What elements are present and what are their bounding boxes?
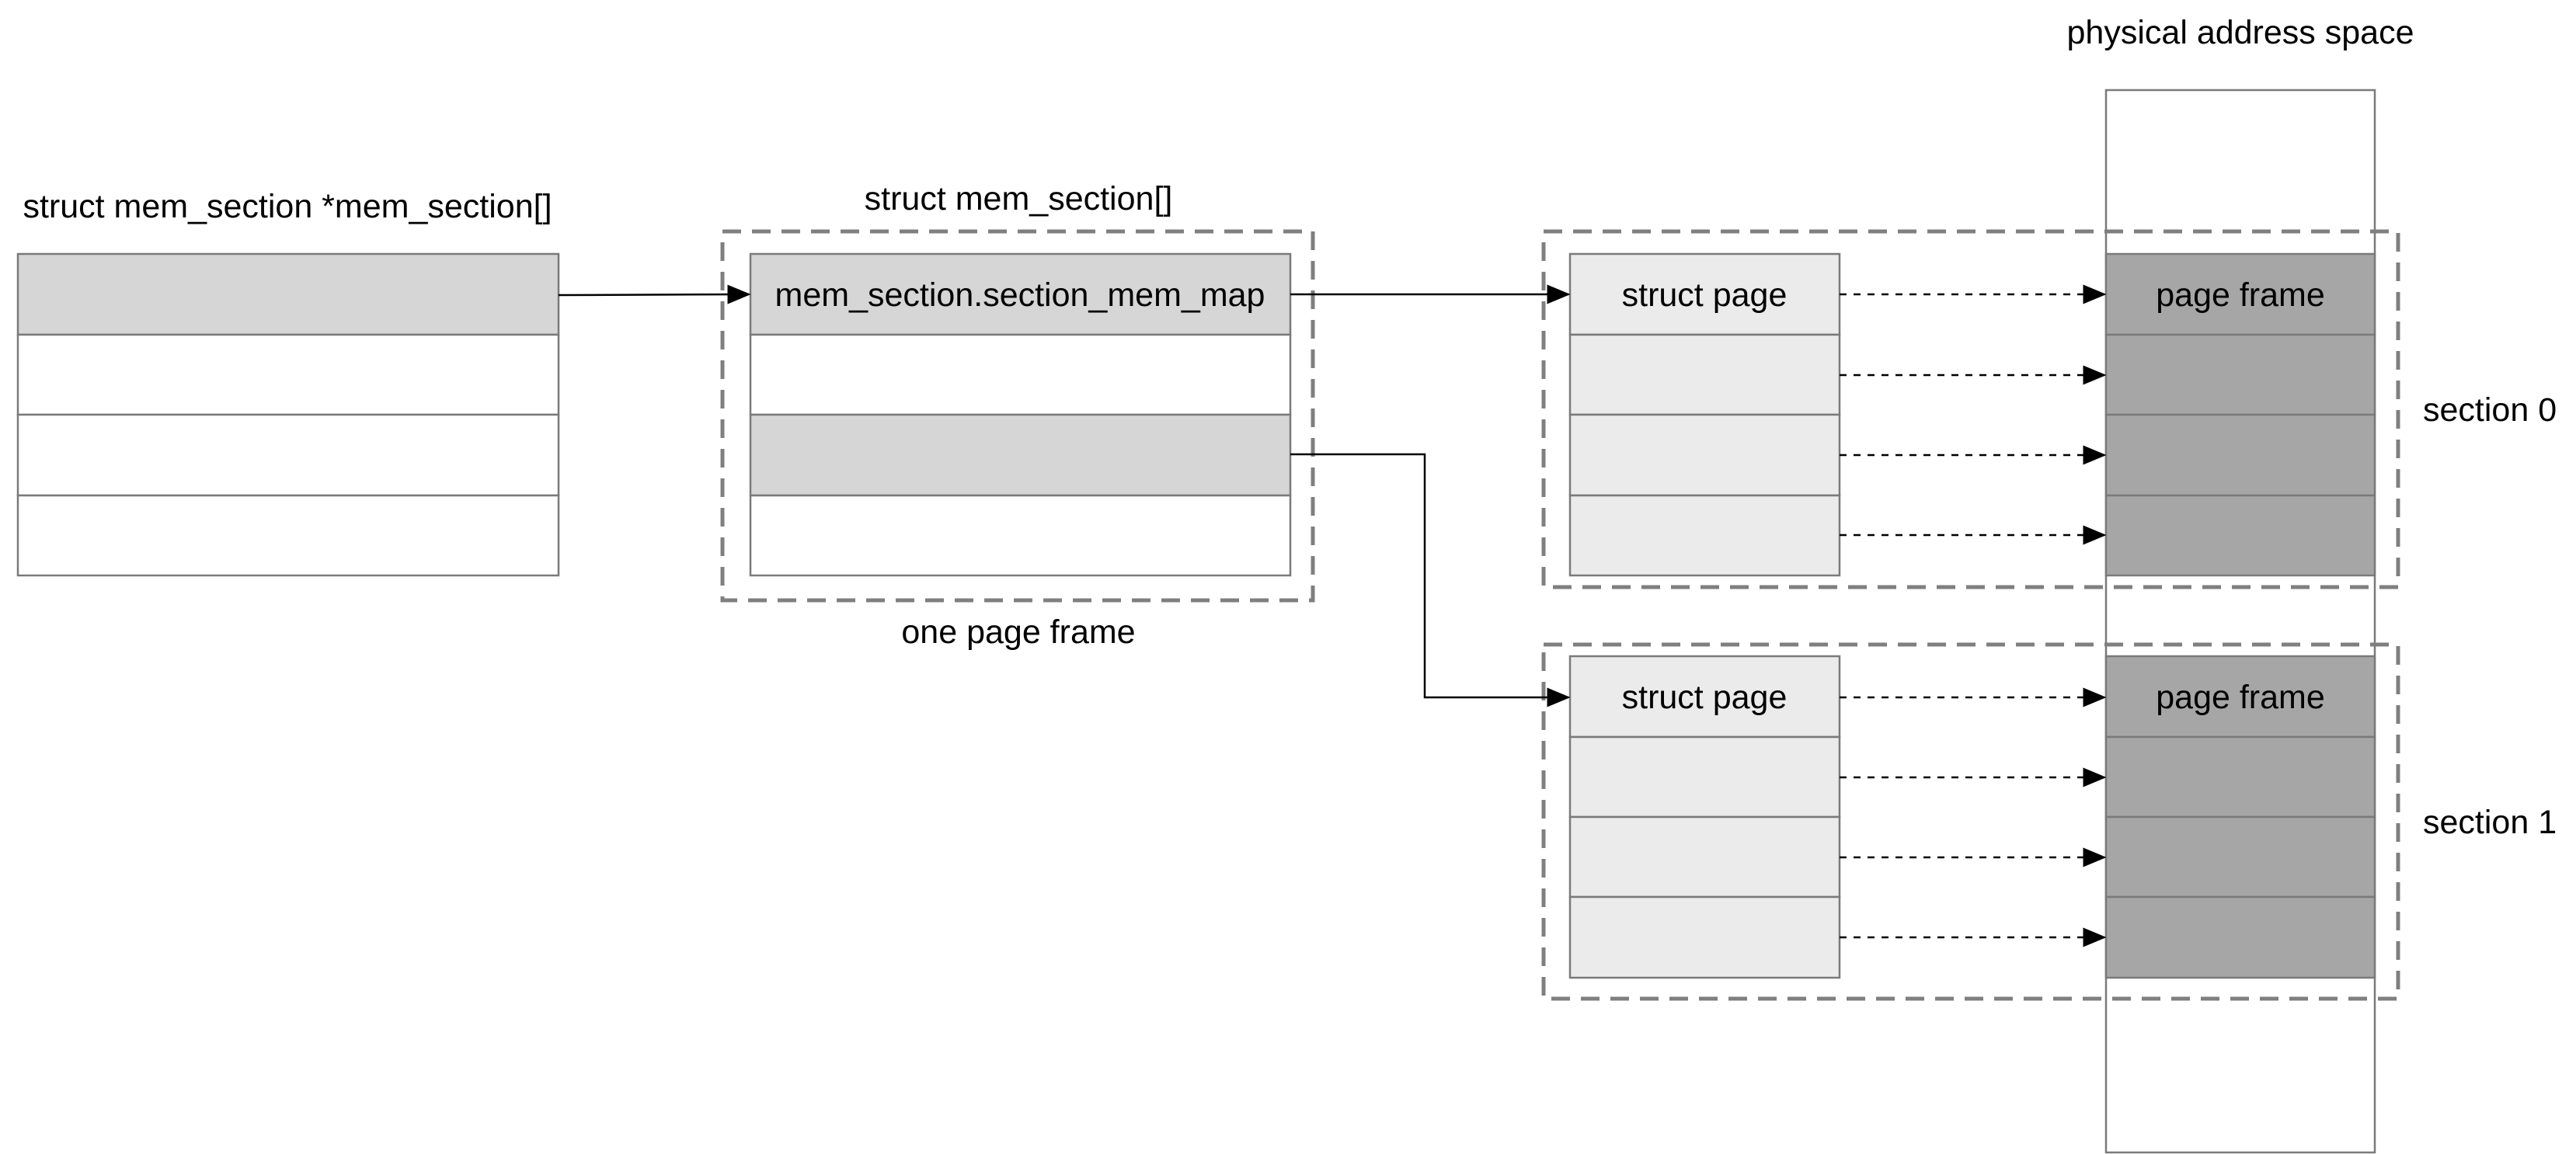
struct-page-label: struct page	[1622, 276, 1788, 314]
page-frame-cell	[2104, 815, 2376, 899]
section-array-cell	[749, 333, 1292, 416]
section-0-label: section 0	[2423, 391, 2557, 429]
physical-address-space-column	[2104, 89, 2376, 1154]
pointer-array	[16, 252, 560, 577]
section-array-label: struct mem_section[]	[865, 180, 1173, 217]
section-0-group	[1541, 229, 2400, 589]
struct-page-cell	[1568, 815, 1841, 899]
section-array: mem_section.section_mem_map	[749, 252, 1292, 577]
struct-page-cell	[1568, 494, 1841, 577]
one-page-frame-caption: one page frame	[901, 613, 1135, 651]
page-frame-label: page frame	[2156, 679, 2325, 716]
struct-page-cell	[1568, 333, 1841, 416]
section-1-struct-pages: struct page	[1568, 655, 1841, 979]
section-1-page-frames: page frame	[2104, 655, 2376, 979]
section-1-mapping-arrows	[1840, 687, 2107, 947]
section-mem-map-label: mem_section.section_mem_map	[775, 276, 1265, 314]
section-1-mem-map-arrow	[1290, 453, 1571, 707]
struct-page-cell	[1568, 735, 1841, 819]
struct-page-cell	[1568, 895, 1841, 979]
pointer-to-section-arrow	[558, 284, 751, 304]
pointer-array-cell	[16, 413, 560, 497]
section-array-cell	[749, 494, 1292, 577]
section-1-label: section 1	[2423, 804, 2557, 841]
page-frame-label: page frame	[2156, 276, 2325, 314]
page-frame-cell	[2104, 333, 2376, 416]
pointer-array-cell	[16, 252, 560, 336]
page-frame-cell	[2104, 413, 2376, 497]
section-1-group	[1541, 642, 2400, 1001]
pointer-array-label: struct mem_section *mem_section[]	[23, 188, 552, 225]
pointer-array-cell	[16, 333, 560, 416]
page-frame-cell	[2104, 494, 2376, 577]
page-frame-cell	[2104, 895, 2376, 979]
struct-page-cell	[1568, 413, 1841, 497]
section-0-mapping-arrows	[1840, 284, 2107, 545]
section-0-page-frames: page frame	[2104, 252, 2376, 577]
one-page-frame-group	[720, 229, 1315, 603]
section-0-struct-pages: struct page	[1568, 252, 1841, 577]
struct-page-label: struct page	[1622, 679, 1788, 716]
page-frame-cell	[2104, 735, 2376, 819]
section-array-cell	[749, 413, 1292, 497]
struct-page-cell	[1568, 655, 1841, 739]
physical-address-space-label: physical address space	[2067, 14, 2414, 51]
pointer-array-cell	[16, 494, 560, 577]
